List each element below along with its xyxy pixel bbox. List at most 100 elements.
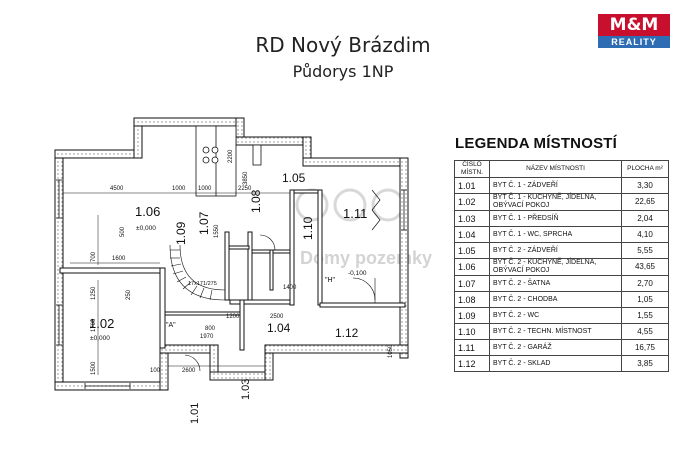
dim-1250: 1250 [91, 286, 97, 300]
legend-room-area: 2,70 [621, 275, 669, 292]
dim-700: 700 [91, 251, 97, 262]
legend-room-number: 1.08 [454, 291, 490, 308]
legend-room-name: BYT Č. 2 - SKLAD [489, 355, 622, 372]
stair-spec: 17x171/275 [188, 281, 217, 287]
room-1-01-label: 1.01 [189, 403, 201, 424]
dim-1050: 1050 [388, 344, 394, 358]
legend-title: LEGENDA MÍSTNOSTÍ [455, 135, 618, 152]
dim-4500: 4500 [110, 186, 124, 192]
legend-room-area: 3,85 [621, 355, 669, 372]
mark-h: "H" [325, 277, 336, 284]
room-legend-table: ČÍSLO MÍSTN. NÁZEV MÍSTNOSTI PLOCHA m² 1… [454, 160, 669, 372]
legend-room-name: BYT Č. 1 - KUCHYNĚ, JÍDELNA, OBÝVACÍ POK… [489, 193, 622, 211]
room-1-11-label: 1.11 [343, 206, 367, 221]
legend-room-name: BYT Č. 2 - TECHN. MÍSTNOST [489, 323, 622, 340]
room-1-12-label: 1.12 [335, 326, 359, 340]
dim-1550: 1550 [214, 224, 220, 238]
dim-2500: 2500 [270, 314, 284, 320]
dim-1200: 1200 [226, 314, 240, 320]
legend-room-number: 1.10 [454, 323, 490, 340]
legend-room-area: 5,55 [621, 242, 669, 259]
legend-room-area: 4,10 [621, 226, 669, 243]
legend-room-number: 1.11 [454, 339, 490, 356]
room-1-06-label: 1.06 [135, 204, 160, 219]
legend-room-number: 1.07 [454, 275, 490, 292]
legend-room-name: BYT Č. 2 - GARÁŽ [489, 339, 622, 356]
legend-room-name: BYT Č. 1 - ZÁDVEŘÍ [489, 177, 622, 194]
legend-room-area: 22,65 [621, 193, 669, 211]
legend-col-name: NÁZEV MÍSTNOSTI [489, 160, 622, 178]
realty-logo: M&M REALITY [598, 14, 670, 48]
room-1-03-label: 1.03 [240, 379, 252, 400]
legend-room-number: 1.12 [454, 355, 490, 372]
room-1-04-label: 1.04 [267, 321, 291, 335]
level-1-11: -0,100 [348, 270, 367, 277]
legend-room-area: 16,75 [621, 339, 669, 356]
legend-room-number: 1.06 [454, 258, 490, 276]
legend-col-number: ČÍSLO MÍSTN. [454, 160, 490, 178]
legend-room-area: 1,55 [621, 307, 669, 324]
legend-room-area: 3,30 [621, 177, 669, 194]
watermark: Domy pozemky [295, 188, 432, 268]
legend-room-name: BYT Č. 2 - CHODBA [489, 291, 622, 308]
legend-header-row: ČÍSLO MÍSTN. NÁZEV MÍSTNOSTI PLOCHA m² [454, 160, 669, 178]
legend-col-area: PLOCHA m² [621, 160, 669, 178]
level-1-06: ±0,000 [136, 225, 156, 232]
room-1-02-label: 1.02 [89, 316, 114, 331]
room-1-07-label: 1.07 [197, 211, 211, 235]
dim-1500: 1500 [91, 361, 97, 375]
legend-room-number: 1.05 [454, 242, 490, 259]
legend-room-area: 43,65 [621, 258, 669, 276]
room-1-05-label: 1.05 [282, 171, 306, 185]
watermark-text: Domy pozemky [300, 248, 432, 268]
dim-3850: 3850 [243, 171, 249, 185]
page-subtitle: Půdorys 1NP [292, 62, 394, 81]
legend-room-name: BYT Č. 2 - ŠATNA [489, 275, 622, 292]
page-title: RD Nový Brázdim [255, 33, 431, 57]
legend-room-area: 1,05 [621, 291, 669, 308]
legend-room-name: BYT Č. 2 - WC [489, 307, 622, 324]
dim-1600: 1600 [112, 256, 126, 262]
legend-room-name: BYT Č. 1 - PŘEDSÍŇ [489, 210, 622, 227]
dim-2600: 2600 [182, 368, 196, 374]
room-1-09-label: 1.09 [174, 221, 188, 245]
dim-2250: 2250 [238, 186, 252, 192]
room-1-08-label: 1.08 [249, 189, 263, 213]
dim-250: 250 [126, 289, 132, 300]
dim-2200: 2200 [228, 149, 234, 163]
dim-1000-a: 1000 [172, 186, 186, 192]
logo-bottom: REALITY [598, 36, 670, 48]
legend-room-number: 1.01 [454, 177, 490, 194]
level-1-02: ±0,000 [90, 335, 110, 342]
legend-room-number: 1.02 [454, 193, 490, 211]
legend-room-number: 1.09 [454, 307, 490, 324]
legend-room-name: BYT Č. 2 - ZÁDVEŘÍ [489, 242, 622, 259]
legend-room-area: 4,55 [621, 323, 669, 340]
logo-top: M&M [598, 14, 670, 36]
dim-100: 100 [150, 368, 161, 374]
room-1-10-label: 1.10 [301, 216, 315, 240]
dim-1970: 1970 [200, 334, 214, 340]
dim-800: 800 [205, 326, 216, 332]
legend-room-name: BYT Č. 2 - KUCHYNĚ, JÍDELNA, OBÝVACÍ POK… [489, 258, 622, 276]
legend-room-area: 2,04 [621, 210, 669, 227]
legend-room-name: BYT Č. 1 - WC, SPRCHA [489, 226, 622, 243]
mark-a: "A" [166, 322, 176, 329]
dim-1000-b: 1000 [198, 186, 212, 192]
legend-room-number: 1.04 [454, 226, 490, 243]
dim-1700: 1700 [91, 318, 97, 332]
legend-room-number: 1.03 [454, 210, 490, 227]
